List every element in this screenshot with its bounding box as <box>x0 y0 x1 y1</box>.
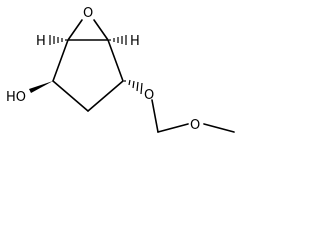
ether-oxygen-label: O <box>144 88 154 103</box>
hashed-wedge-left <box>49 35 67 45</box>
molecule-structure: O H H HO O O <box>6 6 235 133</box>
hashed-wedge-ether <box>124 79 143 95</box>
bond-c1-epoxide-o <box>67 19 83 41</box>
hashed-wedge-right <box>109 35 127 45</box>
bond-c4-c5 <box>107 39 124 82</box>
bond-c5-epoxide-o <box>93 19 109 41</box>
bond-c3-c4 <box>87 80 124 112</box>
methoxy-oxygen-label: O <box>190 118 200 133</box>
stereo-h-right-label: H <box>130 34 140 49</box>
bold-wedge-hydroxyl <box>29 81 53 93</box>
bond-ether-o-ch2 <box>151 99 159 133</box>
bond-c1-c2 <box>52 39 69 82</box>
bond-c2-c3 <box>52 80 89 112</box>
hydroxyl-label: HO <box>6 90 26 105</box>
stereo-h-left-label: H <box>36 34 46 49</box>
bond-o-ch3 <box>203 123 235 133</box>
bond-ch2-o <box>157 123 189 133</box>
structure-canvas: O H H HO O O <box>0 0 238 155</box>
epoxide-oxygen-label: O <box>83 6 93 21</box>
